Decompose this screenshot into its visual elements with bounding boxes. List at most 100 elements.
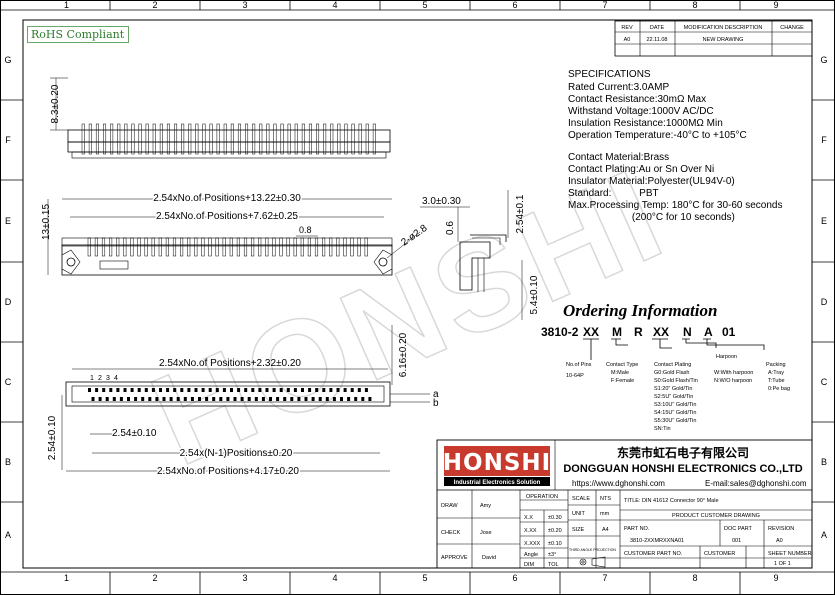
grid-row-label: F: [5, 135, 11, 145]
front-pin: [336, 237, 340, 257]
grid-row-label: G: [820, 55, 827, 65]
code-pins: XX: [583, 325, 599, 339]
grid-row-label: D: [5, 297, 12, 307]
dim-label: DIM: [524, 562, 535, 568]
side-06-dim: 0.6: [445, 221, 456, 235]
bottom-pin-b: [276, 397, 280, 401]
top-pin: [330, 123, 334, 155]
top-pin: [273, 123, 277, 155]
bottom-pin-b: [304, 397, 308, 401]
tol-label: TOL: [548, 562, 559, 568]
front-pin: [329, 237, 333, 257]
bottom-pin-a: [357, 388, 361, 392]
grid-row-label: C: [5, 377, 12, 387]
top-pin: [230, 123, 234, 155]
unit-value: mm: [600, 511, 610, 517]
grid-col-label: 2: [152, 0, 157, 10]
bottom-pin-b: [247, 397, 251, 401]
bottom-pin-b: [361, 397, 365, 401]
operation-label: OPERATION: [526, 494, 558, 500]
top-pin: [95, 123, 99, 155]
tol-format: X.XX: [524, 528, 537, 534]
grid-col-label: 5: [422, 0, 427, 10]
tol-format: X.X: [524, 515, 533, 521]
bottom-pin-b: [254, 397, 258, 401]
front-pin: [165, 237, 169, 257]
front-pin: [109, 237, 113, 257]
top-view: 8.3±0.20: [50, 77, 391, 159]
tol-value: ±0.10: [548, 541, 562, 547]
bottom-pin-b: [347, 397, 351, 401]
plating-option: S2:5U" Gold/Tin: [654, 394, 693, 400]
top-pin: [287, 123, 291, 155]
size-value: A4: [602, 527, 609, 533]
front-pin: [158, 237, 162, 257]
modification-value: NEW DRAWING: [703, 37, 744, 43]
grid-col-label: 9: [773, 0, 778, 10]
side-30-dim: 3.0±0.30: [422, 196, 461, 207]
bottom-616-dim: 6.16±0.20: [398, 332, 409, 377]
front-pin: [364, 237, 368, 257]
grid-row-label: C: [821, 377, 828, 387]
logo-subtitle: Industrial Electronics Solution: [454, 480, 541, 486]
front-pin: [251, 237, 255, 257]
title-block: HONSHI Industrial Electronics Solution 东…: [436, 439, 813, 569]
top-pin: [124, 123, 128, 155]
packing-option: 0:Pe bag: [768, 386, 790, 392]
plating-option: S1:20" Gold/Tin: [654, 386, 692, 392]
grid-col-label: 5: [422, 573, 427, 583]
top-pin: [110, 123, 114, 155]
inner-frame: [22, 19, 813, 569]
grid-row-label: G: [4, 55, 11, 65]
top-pin: [131, 123, 135, 155]
side-254-dim: 2.54±0.1: [515, 194, 526, 233]
doc-part-value: 001: [732, 538, 741, 544]
grid-row-label: E: [5, 216, 11, 226]
material-line: Max.Processing Temp: 180°C for 30-60 sec…: [568, 200, 782, 211]
customer-label: CUSTOMER: [704, 551, 735, 557]
plating-option: S5:30U" Gold/Tin: [654, 418, 696, 424]
front-pin: [101, 237, 106, 257]
date-value: 22.11.08: [646, 37, 667, 43]
top-height-dim: 8.3±0.20: [50, 84, 61, 123]
top-pin: [252, 123, 256, 155]
contact-type-option: M:Male: [611, 370, 629, 376]
tol-value: ±0.20: [548, 528, 562, 534]
material-line: Insulator Material:Polyester(UL94V-0): [568, 176, 735, 187]
draw-label: DRAW: [441, 503, 458, 509]
plating-option: S0:Gold Flash/Tin: [654, 378, 698, 384]
draw-name: Amy: [480, 503, 491, 509]
top-pin: [365, 123, 369, 155]
top-pin: [372, 123, 376, 155]
top-pin: [351, 123, 355, 155]
bottom-pin-a: [293, 388, 297, 392]
bottom-pin-a: [180, 388, 184, 392]
top-pin: [166, 123, 170, 155]
approve-name: David: [482, 555, 496, 561]
front-pin: [350, 237, 354, 257]
top-pin: [237, 123, 241, 155]
bottom-pin-b: [190, 397, 194, 401]
change-header: CHANGE: [780, 25, 804, 31]
front-pin: [215, 237, 219, 257]
logo-text: HONSHI: [443, 450, 551, 476]
material-line: Standard: PBT: [568, 188, 659, 199]
bottom-pin-b: [155, 397, 159, 401]
grid-row-label: A: [821, 530, 827, 540]
bottom-pin-a: [272, 388, 276, 392]
bottom-pin-a: [301, 388, 304, 392]
spec-line: Contact Resistance:30mΩ Max: [568, 94, 706, 105]
front-pin: [243, 237, 248, 257]
front-pin: [194, 237, 198, 257]
n1-dim: 2.54x(N-1)Positions±0.20: [180, 448, 293, 459]
top-pin: [88, 123, 92, 155]
grid-col-label: 9: [773, 573, 778, 583]
bottom-pin-a: [265, 388, 269, 392]
code-plating: XX: [653, 325, 669, 339]
company-name-cn: 东莞市虹石电子有限公司: [617, 445, 749, 460]
front-pin: [229, 237, 233, 257]
pin-number: 1: [90, 375, 94, 382]
front-height-dim: 13±0.15: [41, 204, 52, 241]
row-pitch-dim: 2.54±0.10: [47, 415, 58, 460]
bottom-total-dim: 2.54xNo.of Positions+4.17±0.20: [157, 466, 299, 477]
